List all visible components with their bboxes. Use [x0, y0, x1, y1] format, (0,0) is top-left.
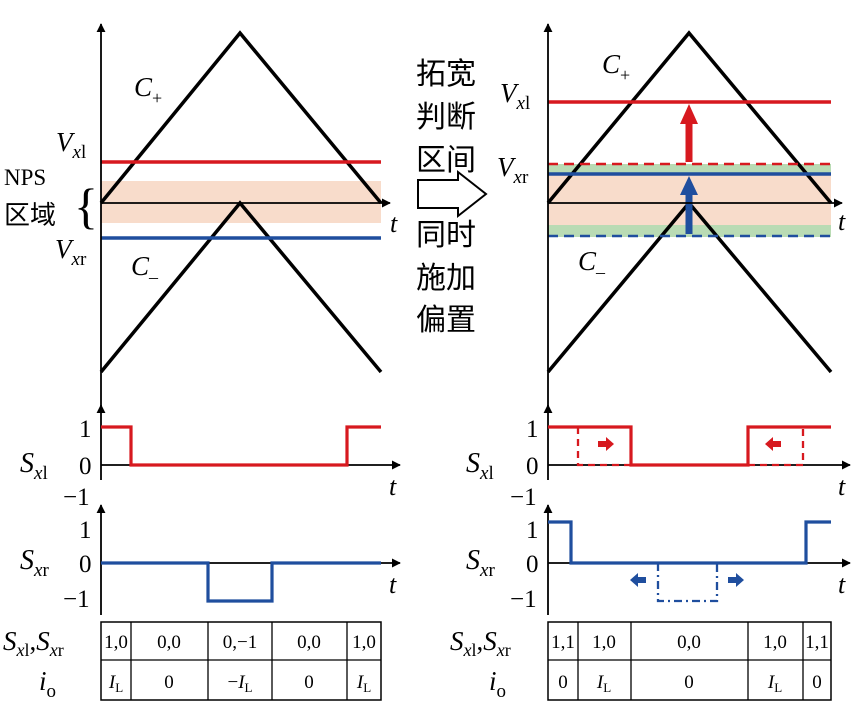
left-sxl-label: Sxl	[20, 448, 48, 484]
right-sxl-label: Sxl	[466, 448, 494, 484]
right-table-cell-bottom: 0	[812, 672, 822, 693]
left-carrier-c-plus	[99, 30, 383, 205]
right-blue-bias-arrow-head	[680, 176, 698, 195]
middle-text-line: 同时	[416, 218, 476, 253]
right-vxr-label: Vxr	[497, 152, 529, 188]
right-sxr-original-dashed	[656, 563, 719, 603]
left-vxr-label: Vxr	[55, 234, 87, 270]
left-sxl-t-label: t	[389, 472, 397, 501]
nps-region-label-line2: 区域	[4, 201, 56, 231]
middle-annotation: 拓宽 判断 区间 同时 施加 偏置	[416, 57, 488, 338]
right-table-cell-bottom: 0	[558, 672, 568, 693]
right-carrier-c-plus	[546, 30, 833, 205]
nps-region-label-line1: NPS	[4, 165, 46, 190]
right-table-cell-top: 1,0	[763, 632, 787, 653]
right-table-cell-top: 1,0	[592, 632, 616, 653]
right-widened-band-top	[548, 164, 831, 173]
left-sxr-label: Sxr	[20, 545, 49, 581]
left-sxr-tick-neg1: −1	[63, 586, 90, 613]
middle-text-line: 判断	[416, 100, 476, 135]
middle-text-line: 偏置	[416, 303, 476, 338]
left-vxl-label: Vxl	[56, 127, 86, 163]
right-sxr-waveform	[548, 520, 831, 565]
right-sxl-original-dashed-left	[576, 427, 631, 467]
right-sxl-tick-1: 1	[526, 416, 539, 443]
right-top-t-label: t	[838, 207, 846, 236]
right-sxl-original-dashed-right	[748, 427, 805, 467]
left-c-plus-label: C+	[134, 72, 162, 108]
left-sxr-waveform	[101, 561, 381, 603]
left-table-cell-il: IL	[108, 672, 123, 695]
right-table-cell-bottom: 0	[684, 672, 694, 693]
left-sxl-tick-neg1: −1	[63, 484, 90, 511]
right-sxr-tick-neg1: −1	[510, 586, 537, 613]
right-panel: t C+ C– Vxl Vxr Sxl 1 0 −1 t	[450, 23, 851, 702]
right-table-cell-il: IL	[767, 672, 782, 695]
left-table-cell-il: IL	[356, 672, 371, 695]
right-red-bias-arrow-head	[680, 104, 698, 124]
left-sxr-tick-1: 1	[79, 517, 92, 544]
left-table-cell-top: 0,0	[297, 632, 321, 653]
right-table-header-io: io	[489, 666, 506, 702]
left-table-border	[100, 621, 382, 701]
middle-text-line: 施加	[416, 261, 476, 296]
right-sxl-t-label: t	[838, 472, 846, 501]
left-table-cell-bottom: 0	[304, 672, 314, 693]
left-top-t-label: t	[390, 209, 398, 238]
left-table-cell-top: 0,0	[157, 632, 181, 653]
right-c-minus-label: C–	[578, 246, 606, 282]
left-sxr-tick-0: 0	[79, 551, 92, 578]
right-vxl-label: Vxl	[500, 78, 530, 114]
right-c-plus-label: C+	[602, 49, 630, 85]
left-sxl-tick-0: 0	[79, 453, 92, 480]
middle-text-line: 拓宽	[416, 57, 476, 92]
right-sxr-shift-arrow-icon	[630, 573, 646, 587]
right-sxl-waveform	[548, 425, 831, 467]
left-table-cell-top: 1,0	[104, 632, 128, 653]
right-table-cell-il: IL	[596, 672, 611, 695]
left-sxr-t-label: t	[389, 570, 397, 599]
right-table-cell-top: 1,1	[805, 632, 829, 653]
left-table-cell-top: 0,−1	[223, 632, 257, 653]
right-sxr-t-label: t	[838, 570, 846, 599]
nps-region-brace: {	[74, 178, 98, 234]
left-c-minus-label: C–	[131, 251, 159, 287]
right-sxl-shift-arrow-icon	[765, 437, 781, 451]
right-sxl-tick-neg1: −1	[510, 484, 537, 511]
left-sxl-waveform	[101, 425, 381, 467]
right-table-cell-top: 0,0	[677, 632, 701, 653]
right-sxr-tick-0: 0	[526, 551, 539, 578]
left-table-header-io: io	[39, 666, 56, 702]
right-table-border	[547, 621, 832, 701]
right-sxr-label: Sxr	[466, 545, 495, 581]
left-carrier-c-minus	[99, 200, 383, 374]
hollow-right-arrow-icon	[417, 169, 488, 219]
right-table-cell-top: 1,1	[551, 632, 575, 653]
right-sxl-shift-arrow-icon	[598, 437, 614, 451]
left-table-cell-neg-il: −IL	[228, 672, 253, 695]
right-table-header-s: Sxl,Sxr	[450, 626, 511, 660]
left-table-cell-bottom: 0	[164, 672, 174, 693]
left-panel: t C+ C– Vxl Vxr NPS 区域 { Sxl 1 0 −1 t	[3, 23, 401, 702]
middle-text-line: 区间	[416, 143, 476, 178]
right-sxl-tick-0: 0	[526, 453, 539, 480]
left-table-cell-top: 1,0	[352, 632, 376, 653]
left-sxl-tick-1: 1	[79, 416, 92, 443]
right-sxr-shift-arrow-icon	[728, 573, 744, 587]
right-sxr-tick-1: 1	[526, 517, 539, 544]
left-table-header-s: Sxl,Sxr	[3, 626, 64, 660]
